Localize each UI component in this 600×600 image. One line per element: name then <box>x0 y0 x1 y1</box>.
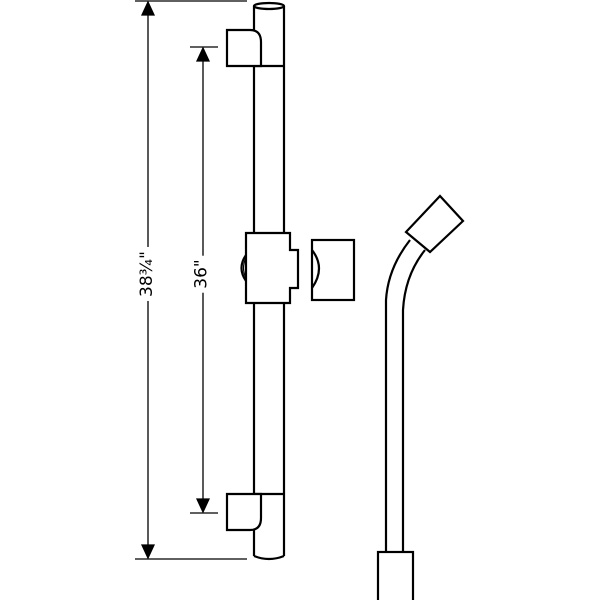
bracket-spacing-label: 36" <box>191 255 212 293</box>
overall-length-label: 38¾" <box>136 247 157 301</box>
top-wall-bracket <box>225 28 263 68</box>
hand-shower <box>376 194 465 600</box>
slider-holder <box>240 231 356 305</box>
bottom-wall-bracket <box>225 492 263 532</box>
